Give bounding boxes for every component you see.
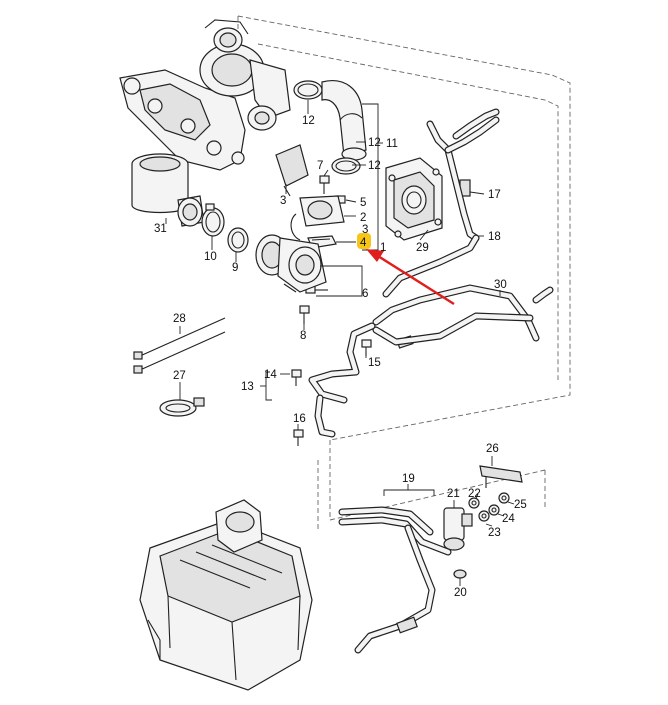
- cable-ties-28: [133, 317, 226, 374]
- grommet-20: [453, 569, 467, 579]
- callout-21: 21: [447, 488, 460, 500]
- callout-12-low: 12: [368, 160, 381, 172]
- callout-6: 6: [362, 288, 368, 300]
- callout-25: 25: [514, 499, 527, 511]
- nut-25: [498, 492, 510, 504]
- callout-16: 16: [293, 413, 306, 425]
- valve-2: [290, 195, 345, 241]
- callout-3b: 3: [362, 224, 368, 236]
- callout-10: 10: [204, 251, 217, 263]
- callout-24: 24: [502, 513, 515, 525]
- callout-22: 22: [468, 488, 481, 500]
- callout-12-mid: 12: [368, 137, 381, 149]
- callout-4-highlight: [357, 233, 371, 249]
- nut-24: [488, 504, 500, 516]
- callout-2: 2: [360, 212, 366, 224]
- breather-hose-30: [372, 234, 554, 349]
- clamp-10: [201, 203, 225, 237]
- callout-4[interactable]: 4: [360, 237, 367, 249]
- callout-23: 23: [488, 527, 501, 539]
- assembly-boundary-lower: [317, 440, 546, 530]
- callout-1: 1: [380, 242, 386, 254]
- callout-30: 30: [494, 279, 507, 291]
- clamp-12-upper: [293, 80, 323, 100]
- bolt-14: [291, 369, 302, 386]
- callout-14: 14: [264, 369, 277, 381]
- callout-11: 11: [386, 138, 398, 150]
- bolt-8: [299, 305, 310, 324]
- callout-19: 19: [402, 473, 415, 485]
- callout-7: 7: [317, 160, 323, 172]
- callout-5: 5: [360, 197, 366, 209]
- gasket-9: [227, 227, 249, 253]
- callout-29: 29: [416, 242, 429, 254]
- air-filter-box: [139, 499, 313, 691]
- bracket-26: [479, 465, 523, 488]
- callout-8: 8: [300, 330, 306, 342]
- bolt-16: [293, 429, 304, 446]
- filter-housing-31: [131, 153, 205, 227]
- hose-set-19: [338, 506, 452, 654]
- callout-31: 31: [154, 223, 167, 235]
- sensor-3: [275, 144, 309, 197]
- pointer-arrow: [366, 249, 455, 306]
- intake-bend-pipe: [321, 80, 367, 161]
- callout-12-top: 12: [302, 115, 315, 127]
- turbocharger: [119, 19, 291, 171]
- callout-9: 9: [232, 262, 238, 274]
- washer-23: [478, 510, 490, 522]
- valve-cover-29: [385, 157, 443, 241]
- hose-18: [426, 108, 500, 242]
- callout-27: 27: [173, 370, 186, 382]
- clip-27: [159, 397, 205, 417]
- callout-20: 20: [454, 587, 467, 599]
- clamp-12-lower: [331, 157, 361, 175]
- callout-17: 17: [488, 189, 501, 201]
- throttle-housing: [255, 234, 327, 293]
- callout-26: 26: [486, 443, 499, 455]
- callout-13: 13: [241, 381, 254, 393]
- callout-labels: 1 2 3 3 4 5 6 7 8 9 10 11 12 12 12 13 14…: [154, 115, 527, 599]
- hose-assembly-13: [308, 322, 376, 438]
- callout-28: 28: [173, 313, 186, 325]
- bolt-15: [361, 339, 372, 356]
- callout-3: 3: [280, 195, 286, 207]
- callout-18: 18: [488, 231, 501, 243]
- bolt-7: [319, 175, 330, 194]
- callout-15: 15: [368, 357, 381, 369]
- solenoid-valve-21: [443, 507, 473, 551]
- washer-22: [468, 497, 480, 509]
